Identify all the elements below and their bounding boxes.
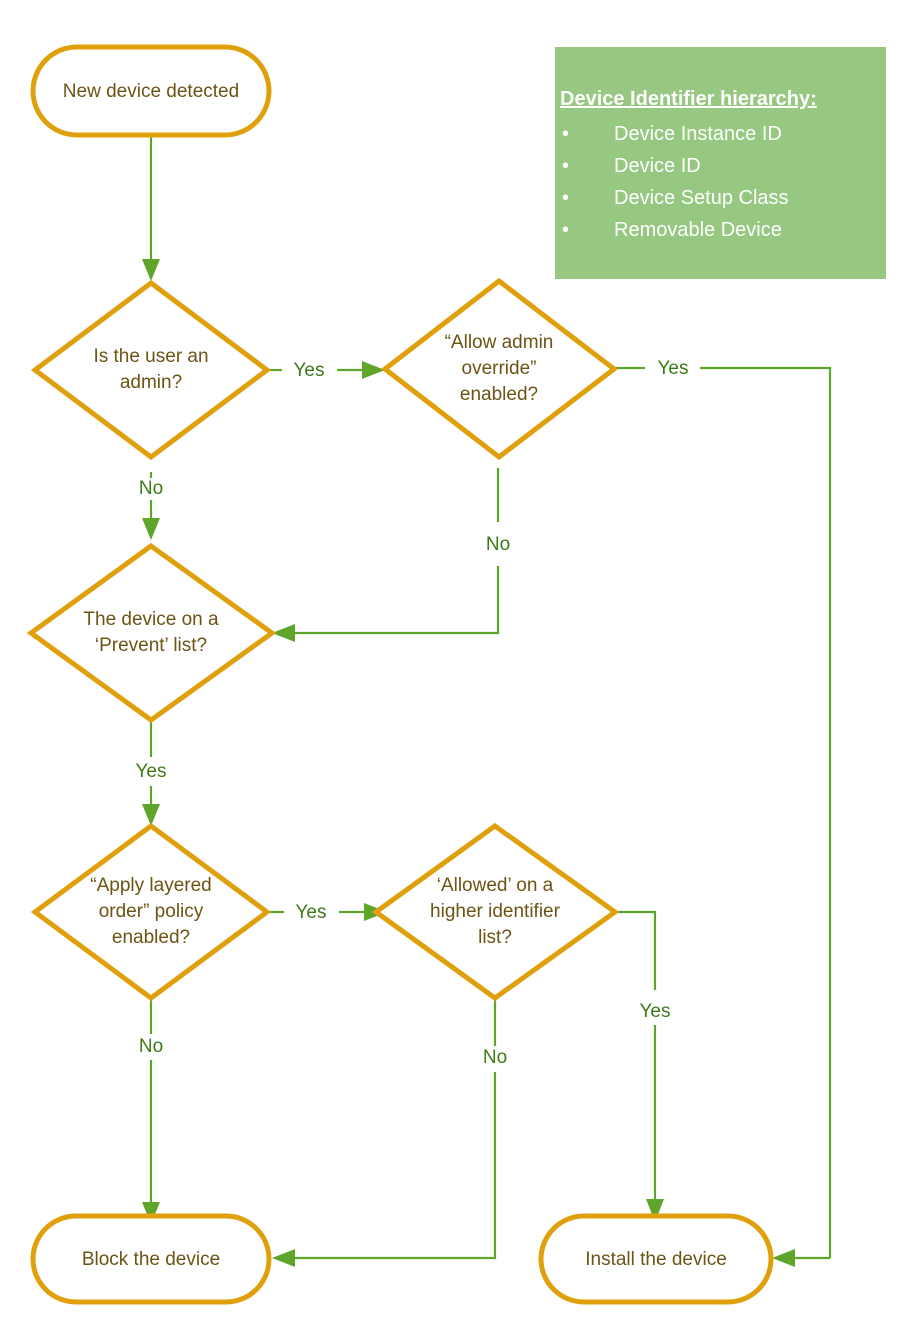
legend-title: Device Identifier hierarchy: xyxy=(560,88,817,110)
legend-background xyxy=(555,47,886,279)
arrowhead-icon xyxy=(772,1249,795,1267)
node-is-admin[interactable]: Is the user an admin? xyxy=(30,279,272,461)
node-layered-order[interactable]: “Apply layered order” policy enabled? xyxy=(30,822,272,1002)
arrowhead-icon xyxy=(362,361,385,379)
node-admin-override-label-line1: “Allow admin xyxy=(445,332,554,353)
legend-item-2: Device Setup Class xyxy=(614,187,789,209)
node-higher-allowed-label-line3: list? xyxy=(478,927,512,948)
node-higher-allowed-label-line2: higher identifier xyxy=(430,901,561,922)
legend-item-1: Device ID xyxy=(614,155,701,177)
node-install-label: Install the device xyxy=(585,1249,727,1270)
edge-label-override-no: No xyxy=(486,534,510,555)
arrowhead-icon xyxy=(142,518,160,540)
edge-label-allowed-yes: Yes xyxy=(640,1001,671,1022)
node-admin-override-shape xyxy=(380,277,619,461)
arrowhead-icon xyxy=(272,624,295,642)
edge-label-layered-no: No xyxy=(139,1036,163,1057)
node-prevent-list-shape xyxy=(26,542,277,724)
node-admin-override-label-line3: enabled? xyxy=(460,384,538,405)
node-is-admin-shape xyxy=(30,279,272,461)
node-admin-override[interactable]: “Allow admin override” enabled? xyxy=(380,277,619,461)
node-install-shape xyxy=(538,1213,774,1305)
edge-label-override-yes: Yes xyxy=(658,358,689,379)
edge-prevent-yes-to-layered: Yes xyxy=(136,712,167,826)
edge-start-to-is-admin xyxy=(142,136,160,281)
legend-bullet-icon-0: • xyxy=(562,123,569,145)
node-prevent-list-label-line1: The device on a xyxy=(83,609,219,630)
legend-device-identifier-hierarchy: Device Identifier hierarchy: • Device In… xyxy=(555,47,886,279)
edge-layered-no-to-block: No xyxy=(139,1000,163,1224)
node-layered-order-label-line1: “Apply layered xyxy=(90,875,211,896)
node-start-label: New device detected xyxy=(63,81,239,102)
node-admin-override-label-line2: override” xyxy=(462,358,537,379)
edge-label-allowed-no: No xyxy=(483,1047,507,1068)
node-start[interactable]: New device detected xyxy=(30,44,272,138)
node-is-admin-label-line2: admin? xyxy=(120,372,182,393)
legend-item-0: Device Instance ID xyxy=(614,123,782,145)
edge-layered-yes-to-allowed: Yes xyxy=(267,902,387,923)
edge-override-no-to-prevent: No xyxy=(272,468,510,642)
arrowhead-icon xyxy=(142,259,160,281)
edge-is-admin-no-to-prevent: No xyxy=(139,472,163,540)
edge-allowed-yes-to-install: Yes xyxy=(615,910,671,1222)
edge-label-is-admin-yes: Yes xyxy=(294,360,325,381)
node-block[interactable]: Block the device xyxy=(30,1213,272,1305)
legend-bullet-icon-2: • xyxy=(562,187,569,209)
node-higher-allowed-label-line1: ‘Allowed’ on a xyxy=(437,875,554,896)
legend-bullet-icon-1: • xyxy=(562,155,569,177)
node-block-shape xyxy=(30,1213,272,1305)
edge-is-admin-yes-to-override: Yes xyxy=(267,360,385,381)
node-start-shape xyxy=(30,44,272,138)
arrowhead-icon xyxy=(272,1249,295,1267)
node-install[interactable]: Install the device xyxy=(538,1213,774,1305)
node-is-admin-label-line1: Is the user an xyxy=(93,346,208,367)
edge-label-is-admin-no: No xyxy=(139,478,163,499)
node-prevent-list-label-line2: ‘Prevent’ list? xyxy=(95,635,207,656)
arrowhead-icon xyxy=(142,1202,160,1224)
arrowhead-icon xyxy=(142,804,160,826)
edge-label-layered-yes: Yes xyxy=(296,902,327,923)
node-layered-order-shape xyxy=(30,822,272,1002)
node-layered-order-label-line2: order” policy xyxy=(99,901,204,922)
arrowhead-icon xyxy=(646,1199,664,1222)
legend-bullet-icon-3: • xyxy=(562,219,569,241)
legend-item-3: Removable Device xyxy=(614,219,782,241)
edge-override-yes-to-install: Yes xyxy=(614,358,832,1267)
node-prevent-list[interactable]: The device on a ‘Prevent’ list? xyxy=(26,542,277,724)
node-layered-order-label-line3: enabled? xyxy=(112,927,190,948)
edge-label-prevent-yes: Yes xyxy=(136,761,167,782)
edge-allowed-no-to-block: No xyxy=(272,1000,507,1267)
node-higher-allowed[interactable]: ‘Allowed’ on a higher identifier list? xyxy=(371,822,620,1002)
node-block-label: Block the device xyxy=(82,1249,220,1270)
node-higher-allowed-shape xyxy=(371,822,620,1002)
